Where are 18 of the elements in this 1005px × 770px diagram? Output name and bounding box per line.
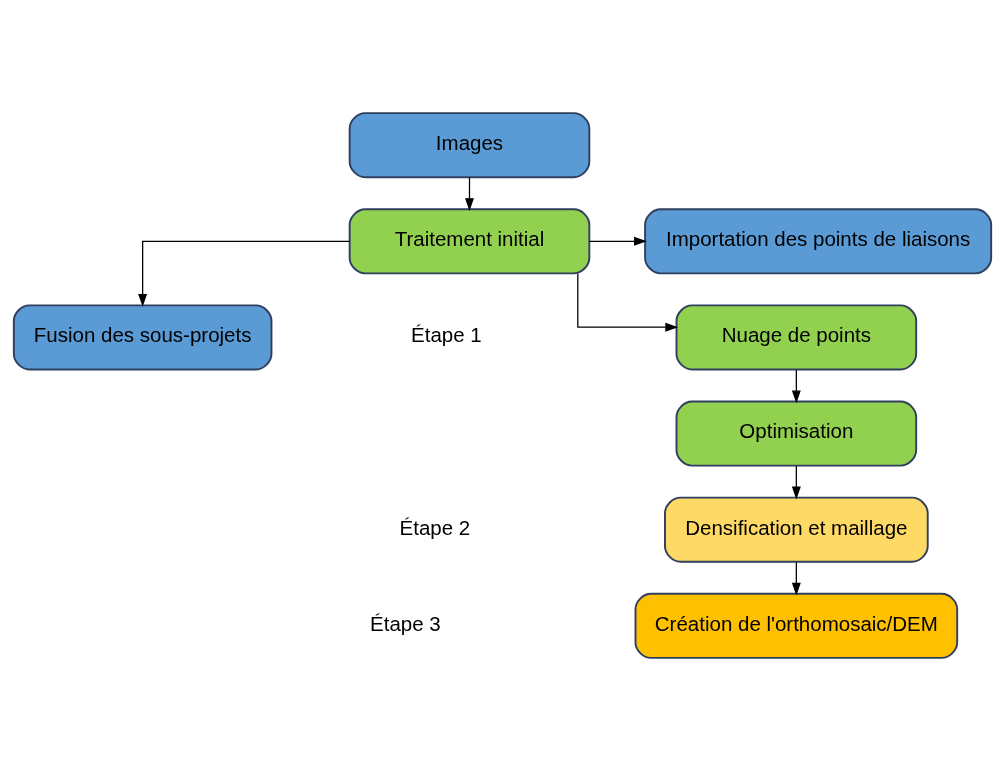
node-box: Nuage de points xyxy=(675,303,918,370)
node-box: Importation des points de liaisons xyxy=(644,207,993,274)
arrow xyxy=(791,368,801,403)
node-box: Création de l'orthomosaic/DEM xyxy=(634,592,959,659)
node-box: Traitement initial xyxy=(348,207,591,274)
node-box: Fusion des sous-projets xyxy=(12,303,273,370)
node-box: Images xyxy=(348,111,591,178)
arrow xyxy=(791,464,801,499)
label: Étape 3 xyxy=(370,611,441,635)
arrow xyxy=(588,236,647,246)
node-box: Densification et maillage xyxy=(664,496,929,563)
label: Étape 1 xyxy=(411,322,482,346)
label: Étape 2 xyxy=(399,515,471,539)
arrow xyxy=(138,240,351,307)
arrow xyxy=(465,176,474,211)
arrow xyxy=(577,272,679,332)
node-box: Optimisation xyxy=(675,400,918,467)
arrow xyxy=(791,561,801,596)
